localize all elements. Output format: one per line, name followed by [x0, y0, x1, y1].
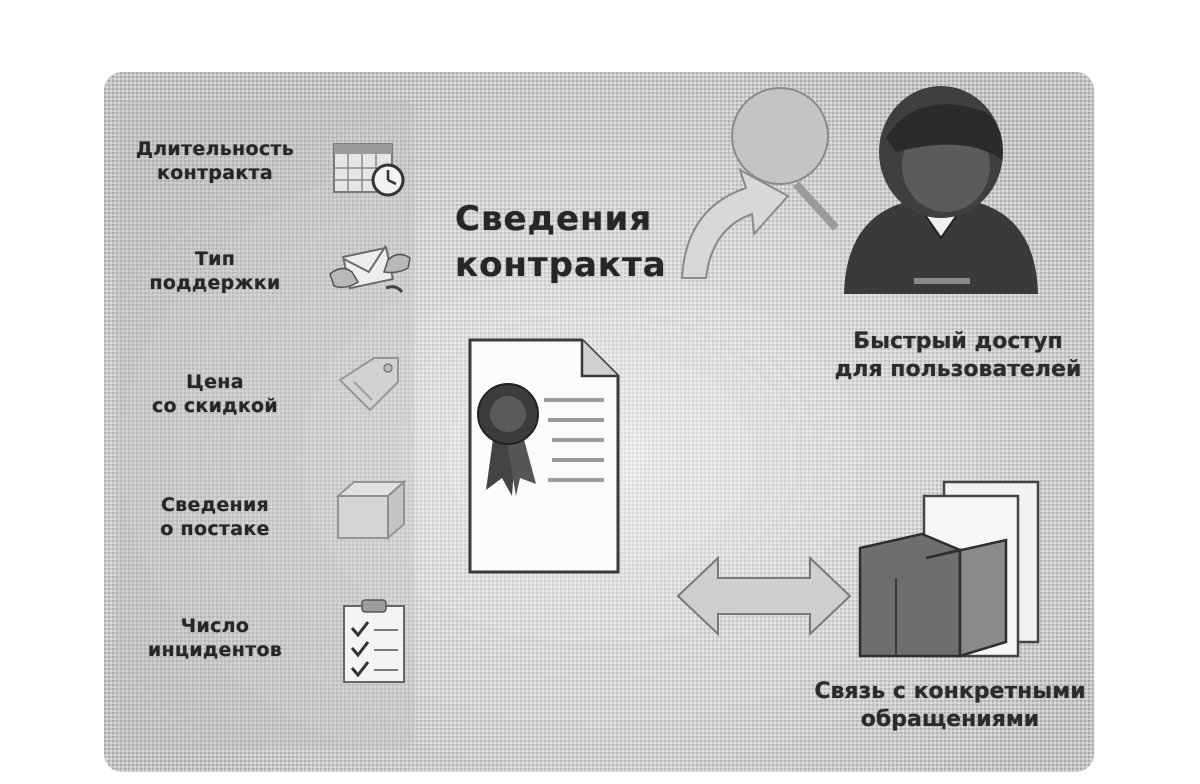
price-tag-icon	[338, 357, 399, 412]
box-shipment-icon	[335, 479, 407, 541]
cases-folder-icon	[858, 480, 1040, 658]
user-avatar-icon	[844, 86, 1038, 294]
checklist-icon	[343, 599, 405, 683]
contract-document-icon	[468, 338, 620, 574]
calendar-clock-icon	[333, 143, 405, 197]
double-arrow-icon	[676, 555, 852, 637]
curved-arrow-to-user-icon	[680, 87, 839, 279]
envelope-hands-icon	[329, 245, 411, 293]
